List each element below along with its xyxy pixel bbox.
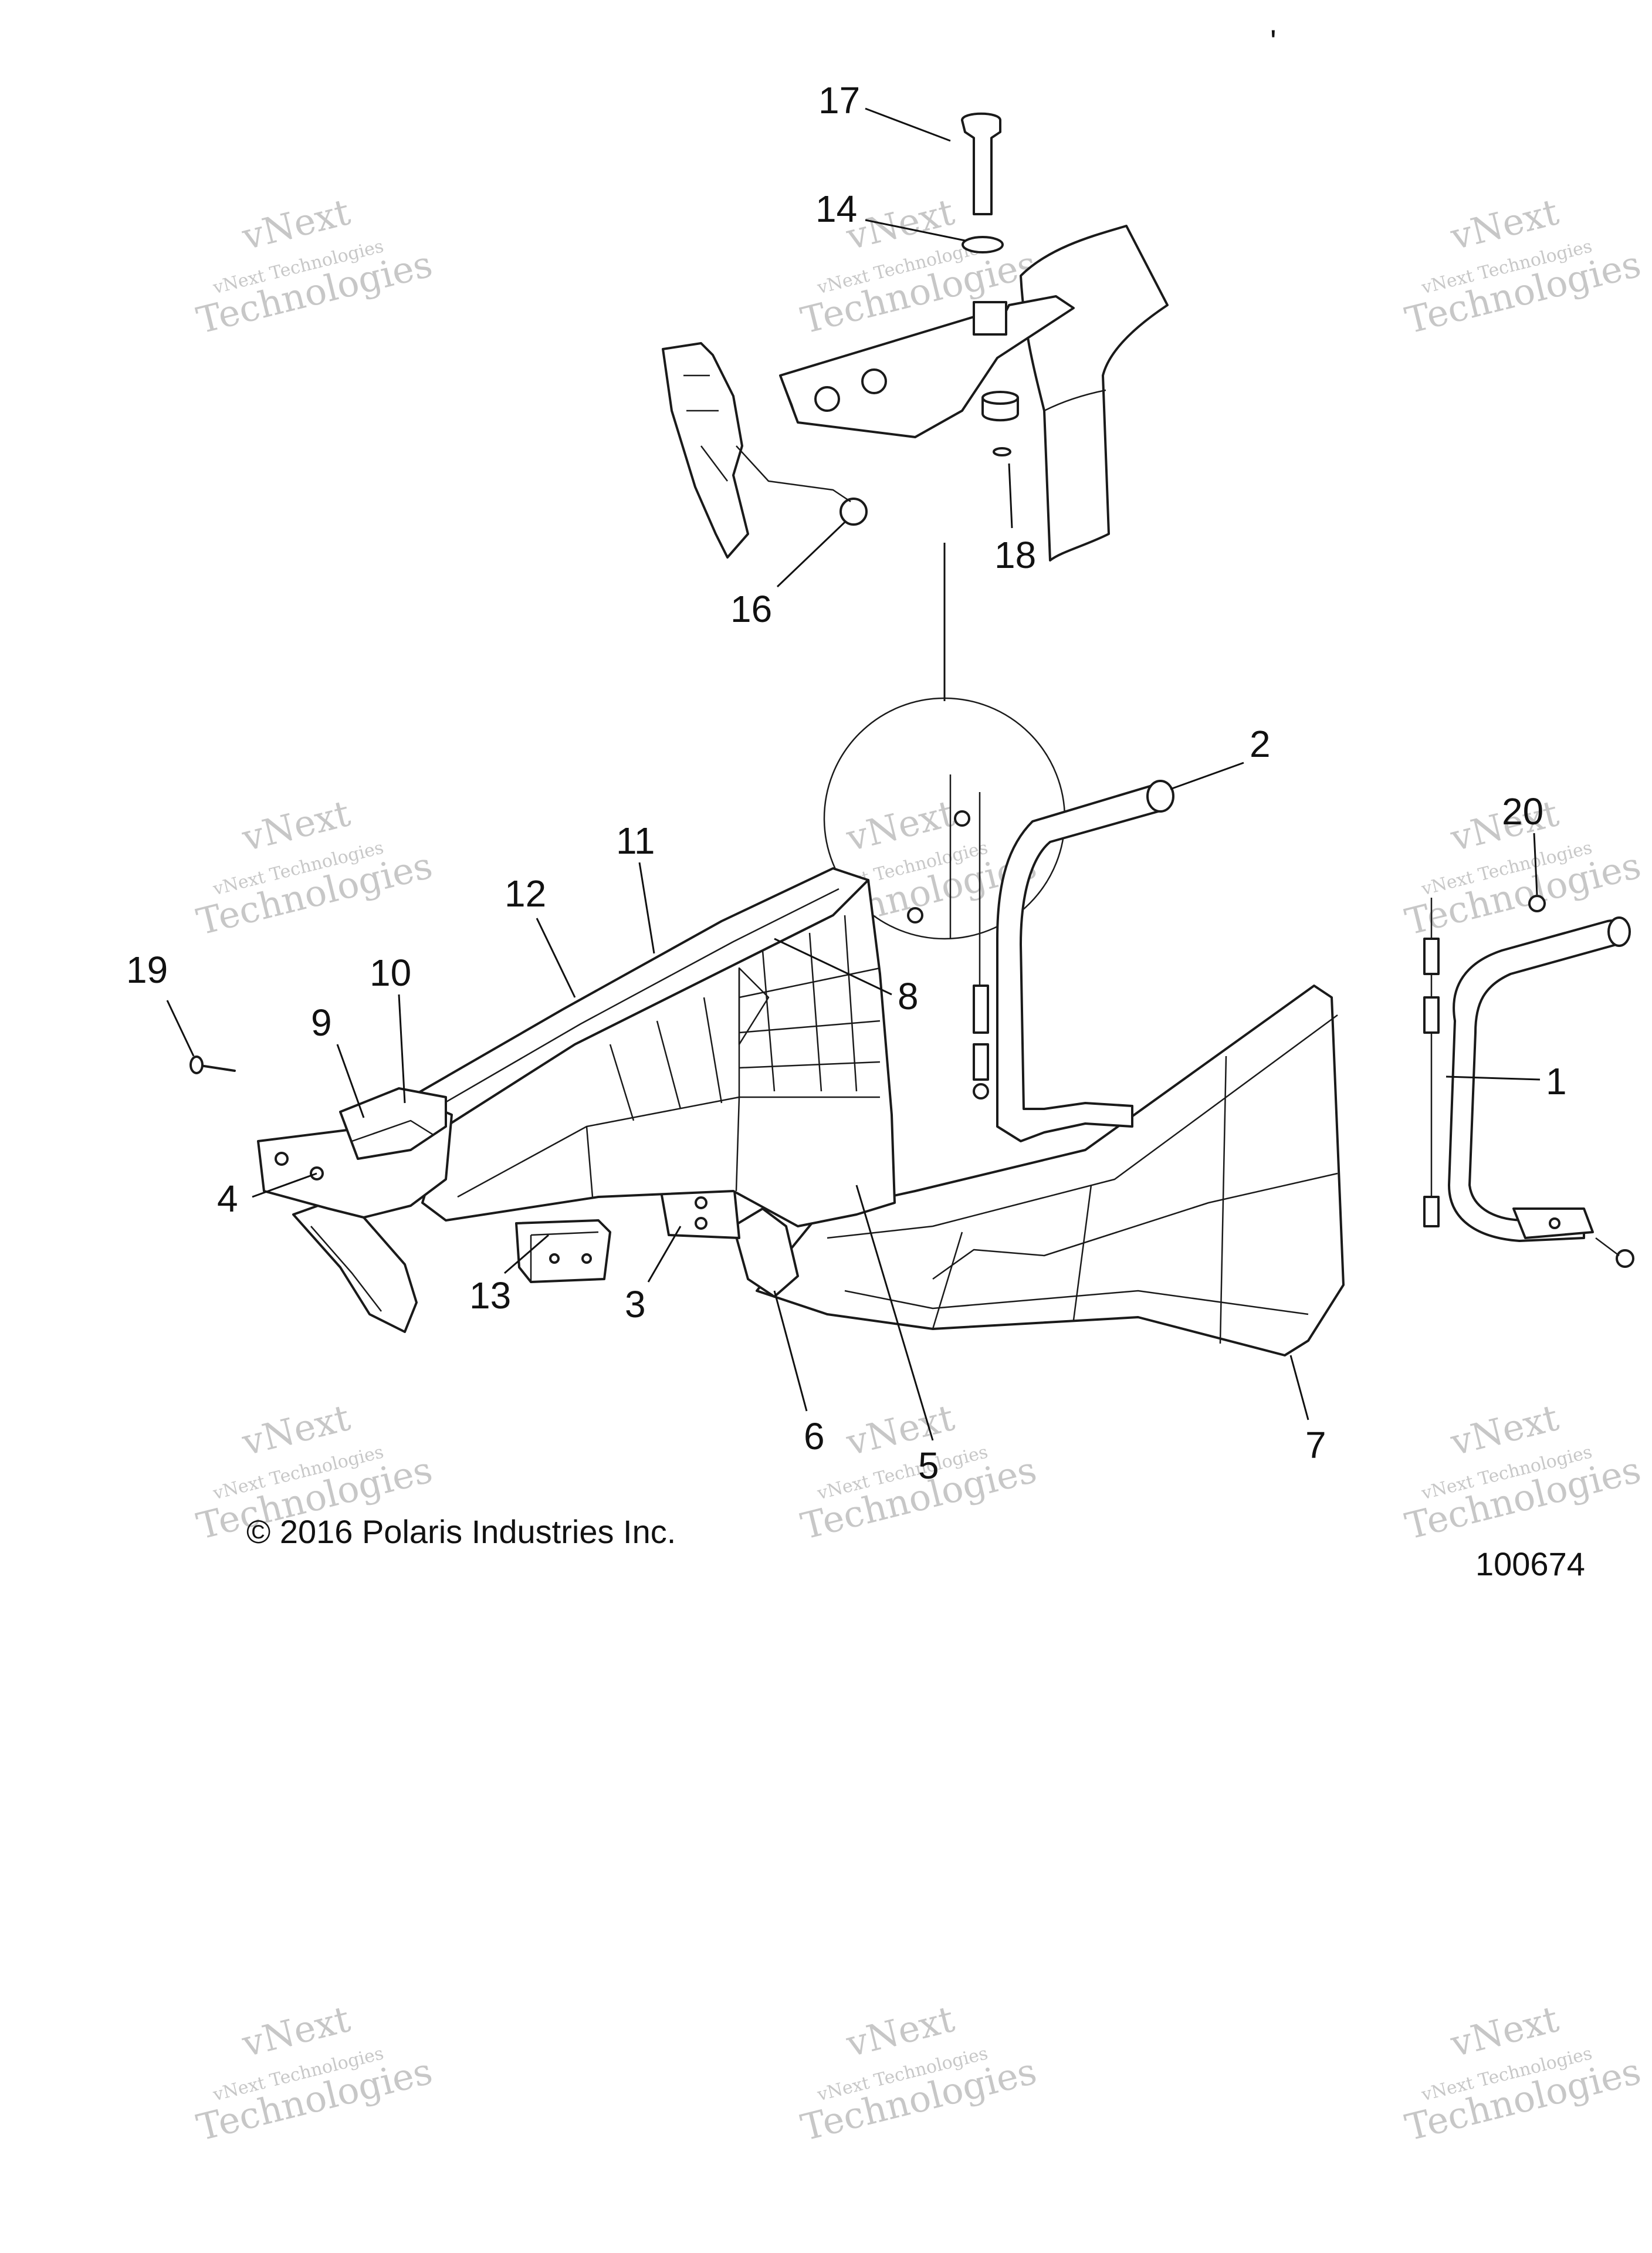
bracket-hole-1: [814, 386, 840, 412]
watermark-bottom-center: vNext vNext Technologies Technologies: [797, 1997, 1041, 2149]
callout-16: 16: [730, 521, 846, 630]
callout-13: 13: [469, 1234, 549, 1317]
main-frame-assembly: [189, 867, 1345, 1356]
callout-9: 9: [311, 1002, 365, 1118]
callout-20: 20: [1502, 790, 1543, 895]
copyright-text: © 2016 Polaris Industries Inc.: [246, 1513, 676, 1550]
pin-17: [961, 112, 1001, 215]
callout-label-4: 4: [217, 1178, 238, 1220]
callout-19: 19: [126, 949, 195, 1057]
watermark-lower-center: vNext vNext Technologies Technologies: [797, 1396, 1041, 1548]
watermark-lower-right: vNext vNext Technologies Technologies: [1401, 1396, 1645, 1548]
tube-assembly-1: [1423, 895, 1634, 1268]
callout-label-17: 17: [818, 79, 860, 121]
clip-18: [993, 447, 1011, 456]
callout-6: 6: [773, 1290, 825, 1457]
fastener-16: [839, 498, 868, 526]
callout-label-3: 3: [625, 1283, 646, 1325]
callout-8: 8: [774, 938, 919, 1017]
watermark-mid-left: vNext vNext Technologies Technologies: [192, 791, 436, 943]
bracket-boss: [973, 301, 1007, 336]
callout-2: 2: [1170, 723, 1271, 790]
watermark-bottom-right: vNext vNext Technologies Technologies: [1401, 1997, 1645, 2149]
callout-14: 14: [815, 188, 966, 242]
block-13: [515, 1219, 611, 1283]
detail-side-panel: [662, 342, 749, 559]
callout-11: 11: [616, 820, 655, 954]
watermark-top-left: vNext vNext Technologies Technologies: [192, 190, 436, 342]
nut-20: [1528, 895, 1546, 912]
callout-label-13: 13: [469, 1274, 511, 1317]
tube-2: [996, 783, 1172, 1142]
watermark-top-right: vNext vNext Technologies Technologies: [1401, 190, 1645, 342]
tube-assembly-2: [907, 774, 1174, 1142]
front-bracket-6: [732, 1207, 799, 1298]
callout-label-10: 10: [370, 952, 411, 994]
callout-5: 5: [855, 1185, 939, 1487]
gusset-10: [339, 1087, 447, 1160]
callout-12: 12: [505, 872, 576, 998]
callout-label-8: 8: [898, 975, 919, 1017]
callout-1: 1: [1446, 1060, 1567, 1102]
callout-17: 17: [818, 79, 951, 142]
callout-label-19: 19: [126, 949, 168, 991]
callout-10: 10: [370, 952, 411, 1104]
tick-mark: ': [1270, 23, 1277, 60]
callout-label-18: 18: [994, 534, 1036, 576]
callout-label-7: 7: [1305, 1424, 1326, 1466]
callout-label-1: 1: [1546, 1060, 1567, 1102]
callout-label-5: 5: [918, 1445, 939, 1487]
callout-label-9: 9: [311, 1002, 332, 1044]
washer-14: [962, 236, 1004, 253]
front-plate-4: [292, 1199, 418, 1333]
callout-4: 4: [217, 1172, 317, 1220]
callout-label-16: 16: [730, 588, 772, 630]
callout-label-11: 11: [616, 820, 655, 862]
callout-label-2: 2: [1250, 723, 1271, 765]
frame-body: [421, 879, 896, 1227]
figure-number: 100674: [1475, 1545, 1585, 1582]
tube-1: [1448, 919, 1627, 1242]
callout-label-6: 6: [804, 1415, 825, 1457]
callout-label-12: 12: [505, 872, 546, 915]
callout-label-14: 14: [815, 188, 857, 230]
callout-18: 18: [994, 463, 1036, 576]
callout-7: 7: [1289, 1355, 1326, 1466]
watermark-bottom-left: vNext vNext Technologies Technologies: [192, 1997, 436, 2149]
callout-3: 3: [625, 1226, 682, 1325]
bracket-hole-2: [861, 368, 887, 394]
callout-label-20: 20: [1502, 790, 1543, 833]
detail-inset: [662, 112, 1169, 701]
